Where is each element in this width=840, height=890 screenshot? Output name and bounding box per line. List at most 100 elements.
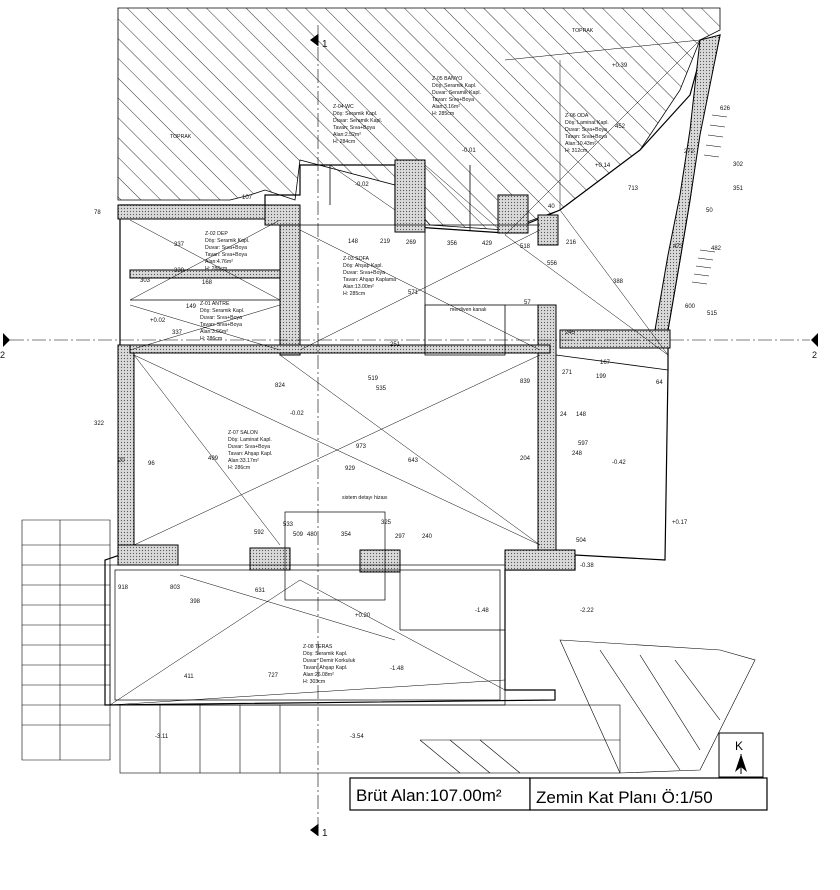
dimension-label: 248	[572, 451, 583, 457]
dimension-label: 518	[520, 244, 531, 250]
room-line: Duvar: Sıva+Boya	[228, 444, 270, 450]
dimension-label: 556	[547, 261, 558, 267]
room-line: Z-04 WC	[333, 104, 354, 110]
dimension-label: 535	[376, 386, 387, 392]
room-line: Z-03 SOFA	[343, 256, 369, 262]
room-line: H: 286cm	[228, 465, 250, 471]
room-line: Alan:10.43m²	[565, 141, 596, 147]
dimension-label: 216	[566, 240, 577, 246]
dimension-label: 269	[406, 240, 417, 246]
dimension-label: 107	[242, 195, 253, 201]
dimension-label: 149	[186, 304, 197, 310]
room-line: Z-07 SALON	[228, 430, 258, 436]
dimension-label: 519	[368, 376, 379, 382]
dimension-label: 96	[148, 461, 155, 467]
level-mark: -3.11	[155, 734, 169, 740]
dimension-label: 824	[275, 383, 286, 389]
dimension-label: 509	[293, 532, 304, 538]
room-line: Z-01 ANTRE	[200, 301, 230, 307]
dimension-label: 473	[673, 244, 684, 250]
dimension-label: 199	[596, 374, 607, 380]
dimension-label: 337	[174, 242, 185, 248]
section-axes	[10, 25, 810, 835]
room-line: Tavan: Sıva+Boya	[432, 97, 474, 103]
room-line: Duvar: Sıva+Boya	[565, 127, 607, 133]
dimension-label: 271	[562, 370, 573, 376]
level-mark: +0.17	[672, 520, 688, 526]
dimension-label: 388	[613, 279, 624, 285]
dimension-label: 803	[170, 585, 181, 591]
room-line: Döş: Laminat Kapl.	[228, 437, 272, 443]
svg-text:1: 1	[322, 828, 328, 839]
title-block: Brüt Alan:107.00m² Zemin Kat Planı Ö:1/5…	[349, 777, 768, 811]
dimension-label: 302	[733, 162, 744, 168]
svg-text:2: 2	[812, 350, 817, 360]
room-line: Döş: Ahşap Kapl.	[343, 263, 383, 269]
room-line: Alan:26.08m²	[303, 672, 334, 678]
dimension-label: 168	[202, 280, 213, 286]
level-mark: +0.39	[612, 63, 628, 69]
room-line: Alan:4.76m²	[205, 259, 233, 265]
room-line: Alan:3.16m²	[432, 104, 460, 110]
room-line: H: 312cm	[565, 148, 587, 154]
dimension-label: 918	[118, 585, 129, 591]
dimension-label: 40	[548, 204, 555, 210]
dimension-label: 571	[408, 290, 419, 296]
dimension-label: 452	[615, 124, 626, 130]
measurement-diagonals	[109, 39, 701, 706]
section-marker-right: 2	[811, 333, 818, 360]
room-line: Tavan: Ahşap Kaplama	[343, 277, 396, 283]
dimension-label: 245	[565, 330, 576, 336]
system-detail-note: sistem detayı hizası	[342, 495, 388, 501]
svg-text:1: 1	[322, 39, 328, 50]
dimension-label: 272	[684, 149, 695, 155]
ground-label: TOPRAK	[572, 28, 594, 34]
dimension-label: 600	[685, 304, 696, 310]
room-line: H: 286cm	[200, 336, 222, 342]
room-line: H: 285cm	[432, 111, 454, 117]
gross-area-label: Brüt Alan:107.00m²	[356, 786, 502, 805]
level-mark: -2.22	[580, 608, 594, 614]
dimension-label: 325	[381, 520, 392, 526]
room-line: Tavan: Ahşap Kapl.	[303, 665, 347, 671]
level-mark: -0.01	[462, 148, 476, 154]
level-mark: -1.48	[475, 608, 489, 614]
dimension-label: 533	[283, 522, 294, 528]
room-line: H: 285cm	[343, 291, 365, 297]
plan-title-label: Zemin Kat Planı Ö:1/50	[536, 788, 713, 807]
dimension-label: 929	[345, 466, 356, 472]
level-mark: +0.02	[150, 318, 166, 324]
room-label-z04: Z-04 WC Döş: Seramik Kapl. Duvar: Serami…	[333, 104, 383, 145]
dimension-label: 727	[268, 673, 279, 679]
room-label-z03: Z-03 SOFA Döş: Ahşap Kapl. Duvar: Sıva+B…	[343, 256, 398, 297]
room-line: H: 284cm	[333, 139, 355, 145]
dimension-label: 351	[733, 186, 744, 192]
room-line: Tavan: Ahşap Kapl.	[228, 451, 272, 457]
room-line: H: 286cm	[205, 266, 227, 272]
dimension-label: 240	[422, 534, 433, 540]
room-label-z01: Z-01 ANTRE Döş: Seramik Kapl. Duvar: Sıv…	[200, 301, 246, 342]
room-line: H: 303cm	[303, 679, 325, 685]
dimension-label: 330	[174, 268, 185, 274]
room-line: Alan:33.17m²	[228, 458, 259, 464]
dimension-label: 219	[380, 239, 391, 245]
room-line: Tavan: Sıva+Boya	[205, 252, 247, 258]
room-line: Tavan: Sıva+Boya	[200, 322, 242, 328]
room-line: Tavan: Sıva+Boya	[333, 125, 375, 131]
dimension-label: 20	[118, 458, 125, 464]
room-line: Duvar: Seramik Kapl.	[333, 118, 382, 124]
dimension-label: 504	[576, 538, 587, 544]
room-line: Döş: Seramik Kapl.	[432, 83, 476, 89]
dimension-label: 482	[711, 246, 722, 252]
room-line: Duvar: Sıva+Boya	[200, 315, 242, 321]
level-mark: -0.02	[290, 411, 304, 417]
dimension-label: 499	[208, 456, 219, 462]
dimension-label: 597	[578, 441, 589, 447]
dimension-labels: 107 337 330 303 168 149 337 571 973 929 …	[94, 106, 744, 680]
room-line: Duvar: Demir Korkuluk	[303, 658, 356, 664]
partitions	[130, 165, 669, 371]
dimension-label: 839	[520, 379, 531, 385]
level-mark: -3.54	[350, 734, 364, 740]
dimension-label: 631	[255, 588, 266, 594]
room-label-z08: Z-08 TERAS Döş: Seramik Kapl. Duvar: Dem…	[303, 644, 357, 685]
